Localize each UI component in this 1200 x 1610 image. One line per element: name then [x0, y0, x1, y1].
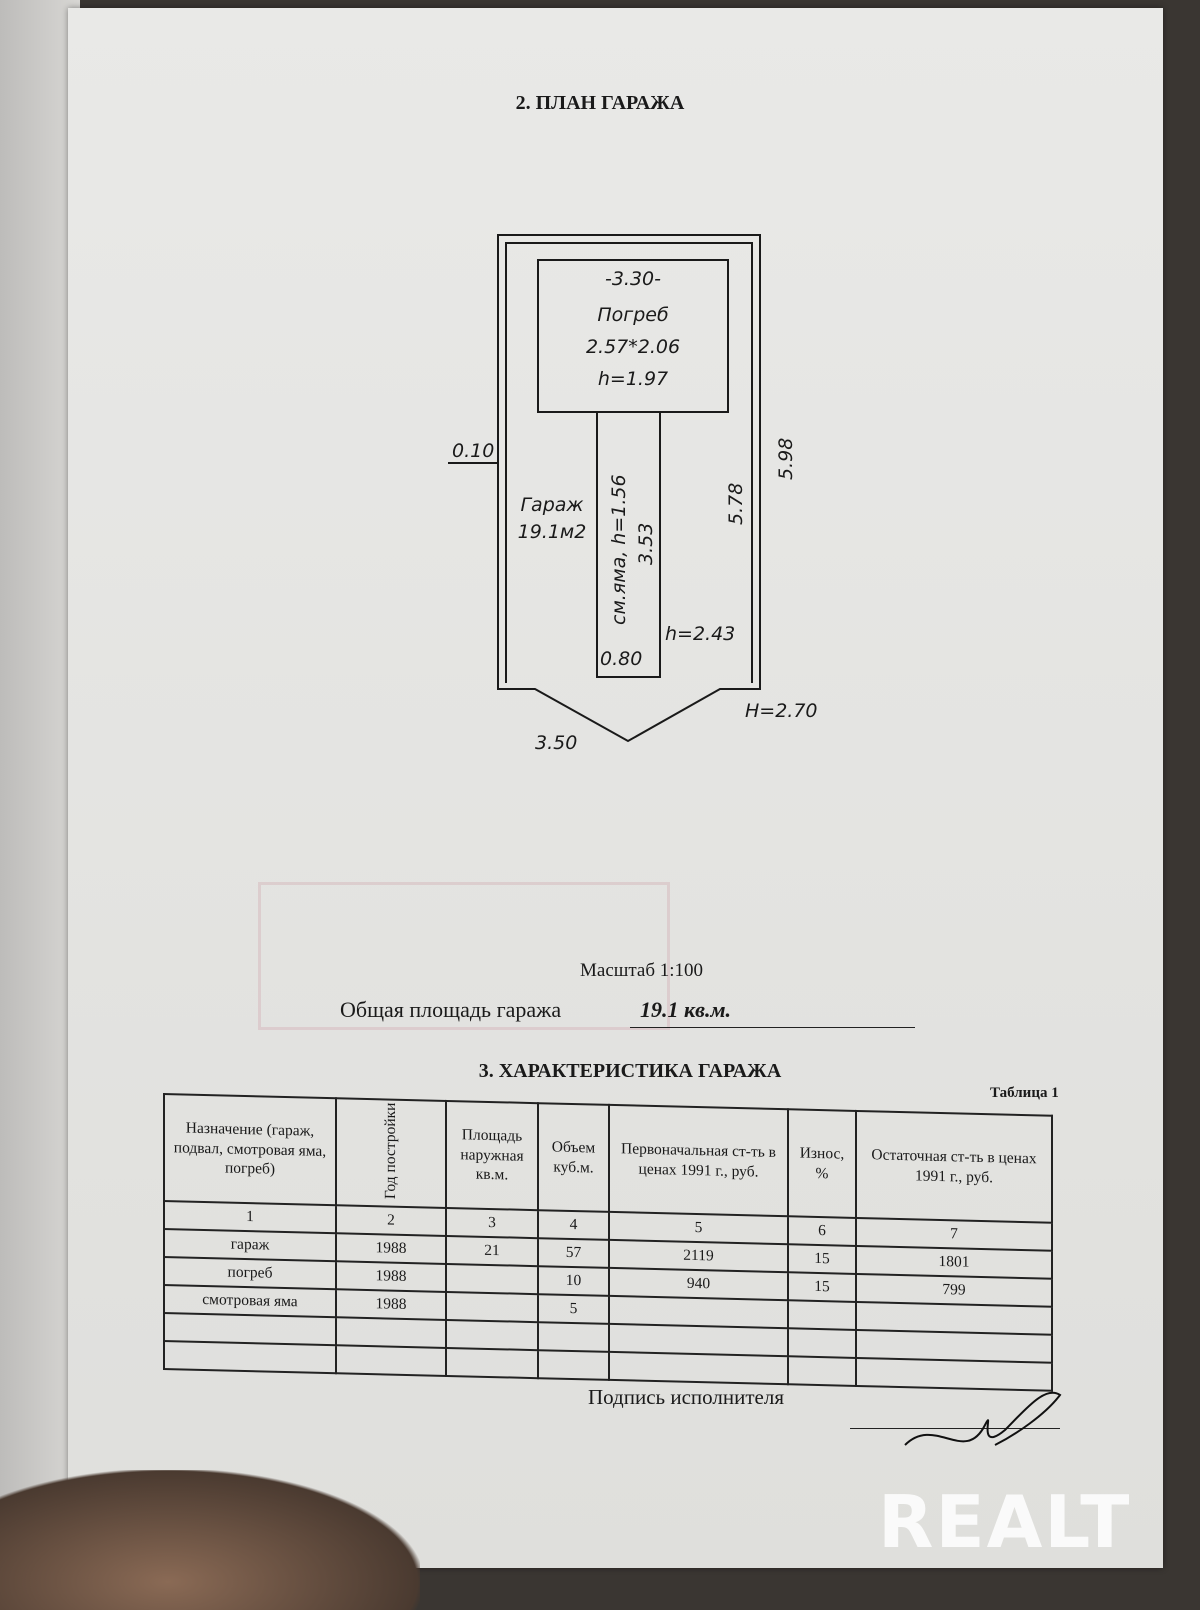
cellar-width: -3.30-: [605, 268, 661, 290]
characteristics-table: Назначение (гараж, подвал, смотровая яма…: [163, 1093, 1053, 1392]
cell: 21: [446, 1235, 538, 1267]
plan-title: 2. ПЛАН ГАРАЖА: [515, 92, 685, 114]
cell: [446, 1347, 538, 1379]
col-num: 2: [336, 1205, 446, 1236]
header-volume: Объем куб.м.: [538, 1103, 609, 1212]
cell: [336, 1317, 446, 1348]
col-num: 1: [164, 1201, 336, 1234]
col-num: 4: [538, 1210, 609, 1240]
cell: [609, 1323, 788, 1357]
table-label: Таблица 1: [990, 1085, 1059, 1101]
cell: 1988: [336, 1233, 446, 1264]
cell: 1988: [336, 1261, 446, 1292]
total-area-value: 19.1 кв.м.: [640, 997, 732, 1022]
characteristics-title: 3. ХАРАКТЕРИСТИКА ГАРАЖА: [478, 1060, 782, 1082]
wall-thickness: 0.10: [452, 440, 494, 462]
signature-label: Подпись исполнителя: [588, 1385, 784, 1409]
scale: Масштаб 1:100: [580, 960, 704, 981]
hand: [0, 1470, 420, 1610]
cell: 5: [538, 1294, 609, 1324]
header-year: Год постройки: [336, 1098, 446, 1208]
cell: 940: [609, 1267, 788, 1301]
cell: 15: [788, 1244, 856, 1274]
header-wear: Износ, %: [788, 1109, 856, 1218]
cell: [788, 1300, 856, 1330]
cell: [446, 1319, 538, 1351]
cell: [609, 1351, 788, 1385]
cellar-height: h=1.97: [598, 368, 668, 390]
left-page: [0, 0, 80, 1600]
outer-wall: [497, 234, 761, 743]
garage-area: 19.1м2: [518, 521, 587, 543]
header-residual-cost: Остаточная ст-ть в ценах 1991 г., руб.: [856, 1110, 1052, 1223]
cell: [538, 1322, 609, 1352]
pit: [596, 411, 661, 678]
cellar-size: 2.57*2.06: [586, 336, 680, 358]
signature-line: [850, 1428, 1060, 1429]
cell: [538, 1350, 609, 1380]
signature: [904, 1391, 1062, 1446]
garage-width: 3.50: [535, 732, 577, 754]
header-area: Площадь наружная кв.м.: [446, 1100, 538, 1211]
cell: гараж: [164, 1229, 336, 1262]
col-num: 5: [609, 1211, 788, 1245]
cell: [788, 1356, 856, 1386]
inner-height: h=2.43: [665, 623, 735, 645]
total-area: Общая площадь гаража 19.1 кв.м.: [340, 997, 915, 1028]
header-purpose: Назначение (гараж, подвал, смотровая яма…: [164, 1094, 336, 1206]
cell: [609, 1295, 788, 1329]
total-height: H=2.70: [745, 700, 818, 722]
col-num: 3: [446, 1207, 538, 1239]
document-page: [68, 8, 1163, 1568]
cell: [446, 1291, 538, 1323]
outer-length: 5.98: [775, 438, 797, 480]
col-num: 6: [788, 1216, 856, 1246]
total-area-label: Общая площадь гаража: [340, 997, 562, 1022]
cell: 2119: [609, 1239, 788, 1273]
pit-length: 3.53: [635, 523, 657, 565]
inner-wall: [505, 242, 753, 683]
pit-label: см.яма, h=1.56: [608, 474, 630, 625]
cell: [788, 1328, 856, 1358]
cell: [336, 1345, 446, 1376]
cell: [446, 1263, 538, 1295]
garage-plan: -3.30- Погреб 2.57*2.06 h=1.97 0.10 Гара…: [448, 234, 818, 754]
watermark-logo: REALT: [878, 1480, 1132, 1564]
cell: 1988: [336, 1289, 446, 1320]
underline: [630, 1027, 915, 1028]
pit-width: 0.80: [600, 648, 642, 670]
cell: 15: [788, 1272, 856, 1302]
cell: [164, 1341, 336, 1374]
garage-label: Гараж: [520, 494, 583, 516]
header-initial-cost: Первоначальная ст-ть в ценах 1991 г., ру…: [609, 1104, 788, 1217]
cellar-label: Погреб: [597, 304, 669, 326]
cell: 57: [538, 1238, 609, 1268]
cell: [164, 1313, 336, 1346]
cell: погреб: [164, 1257, 336, 1290]
cell: смотровая яма: [164, 1285, 336, 1318]
cell: 10: [538, 1266, 609, 1296]
faded-stamp: [258, 882, 670, 1030]
inner-length: 5.78: [725, 483, 747, 525]
